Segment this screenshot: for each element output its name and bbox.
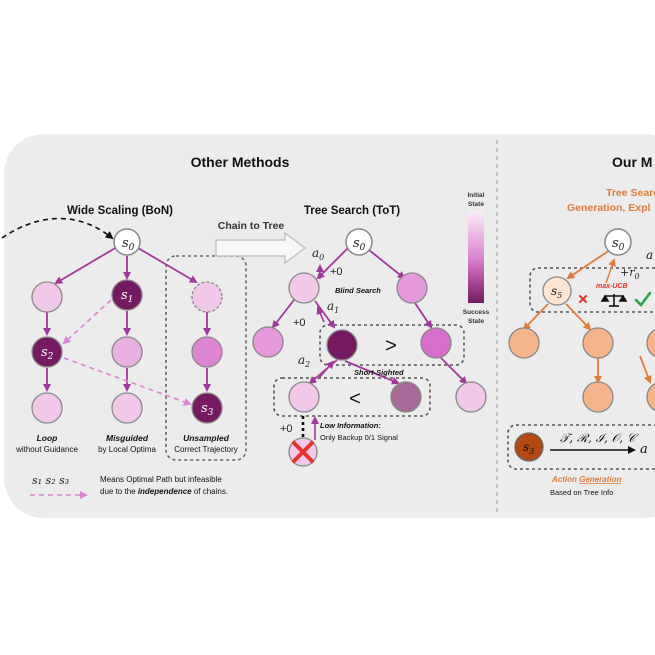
bon-unsampled-box	[165, 255, 247, 461]
bon-node-m2	[111, 336, 143, 368]
legend-bottom-line1: Success	[463, 309, 490, 316]
tot-a1-label: a1	[327, 299, 339, 315]
tot-edges	[271, 247, 468, 385]
ours-r0-label: +r0	[620, 266, 640, 281]
legend-top-line1: Initial	[468, 192, 485, 199]
tot-node-m3	[390, 381, 422, 413]
bon-root-label: s0	[122, 236, 135, 253]
bon-root-node	[113, 228, 141, 256]
tot-low-info-title: Low Information:	[320, 421, 381, 430]
bon-legend-line2: due to the independence of chains.	[100, 487, 228, 496]
ours-root-label: s0	[612, 236, 625, 253]
ours-node-l2	[508, 327, 540, 359]
legend-bottom-line2: State	[468, 318, 484, 325]
tot-node-l3	[288, 381, 320, 413]
ours-node-r2-partial	[646, 329, 655, 357]
tot-node-l1	[288, 272, 320, 304]
tot-lt-sign: <	[349, 388, 361, 410]
check-mark-icon	[634, 291, 652, 307]
tot-plus0-b: +0	[293, 317, 306, 329]
ours-node-r3-partial	[646, 383, 655, 411]
tot-short-sighted: Short-Sighted	[354, 368, 404, 377]
ours-node-s5	[542, 276, 572, 306]
bon-unsampled-title: Unsampled	[183, 433, 230, 443]
tot-short-sighted-box	[319, 324, 465, 366]
cross-mark-icon	[579, 295, 587, 303]
bon-loop-sub: without Guidance	[15, 445, 78, 454]
bon-s3-label: s3	[201, 401, 214, 418]
tot-node-dark	[326, 329, 358, 361]
ours-node-m2	[582, 327, 614, 359]
panel-background	[4, 134, 655, 518]
ours-a-partial: a	[646, 248, 653, 262]
tot-a0-label: a0	[312, 246, 324, 262]
ours-title-line1: Tree Searc	[606, 187, 655, 199]
tot-root-label: s0	[353, 236, 366, 253]
bon-loop-title: Loop	[37, 433, 58, 443]
bon-node-s3	[191, 392, 223, 424]
tot-node-r2	[420, 327, 452, 359]
ours-r0-arrow	[605, 258, 616, 284]
tot-node-r3	[455, 381, 487, 413]
tot-low-info-sub: Only Backup 0/1 Signal	[320, 433, 398, 442]
tot-root-node	[345, 228, 373, 256]
ours-s5-label: s5	[551, 284, 562, 300]
state-gradient-bar	[468, 211, 484, 303]
balance-scale-icon	[600, 294, 628, 307]
bon-node-m3	[111, 392, 143, 424]
tot-low-info-box	[273, 377, 431, 417]
bon-optimal-dashed-path	[62, 299, 192, 406]
bon-title: Wide Scaling (BoN)	[67, 205, 173, 217]
ours-based-on: Based on Tree Info	[550, 488, 613, 497]
ours-action-generation: Action Generation	[551, 475, 621, 484]
ours-ucb-box	[529, 267, 655, 313]
ours-action-box	[507, 424, 655, 470]
bon-legend-symbols: s₁ s₂ s₃	[32, 474, 69, 487]
bon-unsampled-sub: Correct Trajectory	[174, 445, 238, 454]
chain-to-tree-label: Chain to Tree	[218, 220, 285, 232]
bon-node-s1	[111, 279, 143, 311]
ours-title-line2: Generation, Expl	[567, 202, 651, 214]
tot-gt-sign: >	[385, 335, 397, 357]
bon-node-l3	[31, 392, 63, 424]
tot-blind-search: Blind Search	[335, 286, 381, 295]
ours-node-s3	[514, 432, 544, 462]
bon-node-l1	[31, 281, 63, 313]
bon-s1-label: s1	[121, 288, 133, 305]
header-other-methods: Other Methods	[191, 154, 290, 170]
bon-edges	[43, 246, 211, 392]
tot-node-ll2	[252, 326, 284, 358]
bon-misguided-sub: by Local Optima	[98, 445, 156, 454]
bon-legend-line1: Means Optimal Path but infeasible	[100, 475, 222, 484]
tot-node-r1	[396, 272, 428, 304]
ours-formula: 𝒯, ℛ, ℐ, 𝒪, 𝒞	[560, 431, 639, 445]
tot-a2-label: a2	[298, 353, 310, 369]
ours-edges	[522, 249, 652, 384]
tot-plus0-c: +0	[280, 423, 293, 435]
legend-top-line2: State	[468, 201, 484, 208]
ours-max-ucb: max-UCB	[596, 283, 628, 290]
chain-to-tree-arrow	[215, 231, 306, 265]
ours-formula-tail: a	[640, 442, 648, 457]
bon-misguided-title: Misguided	[106, 433, 149, 443]
bon-s2-label: s2	[41, 345, 54, 362]
bon-node-s2	[31, 336, 63, 368]
ours-s3-label: s3	[523, 440, 534, 456]
tot-title: Tree Search (ToT)	[304, 205, 400, 217]
ours-node-m3	[582, 381, 614, 413]
tot-backup-edges	[311, 306, 335, 440]
tot-plus0-a: +0	[330, 266, 343, 278]
ours-root-node	[604, 228, 632, 256]
bon-node-r1	[191, 281, 223, 313]
fail-x-icon	[292, 441, 314, 463]
bon-node-r2	[191, 336, 223, 368]
header-our-methods: Our M	[612, 154, 652, 170]
